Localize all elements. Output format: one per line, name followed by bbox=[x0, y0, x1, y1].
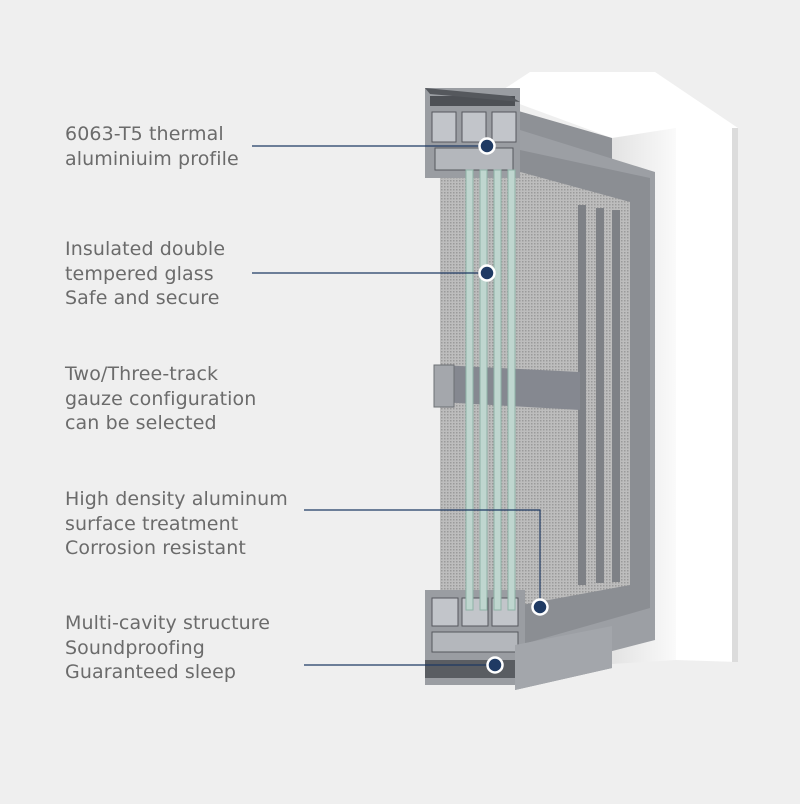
feature-line: Soundproofing bbox=[65, 636, 205, 659]
callout-dot-profile bbox=[478, 137, 496, 155]
callout-dot-glass bbox=[478, 264, 496, 282]
feature-label-surface: High density aluminum surface treatment … bbox=[65, 487, 288, 561]
feature-label-cavity: Multi-cavity structure Soundproofing Gua… bbox=[65, 611, 270, 685]
feature-line: tempered glass bbox=[65, 262, 214, 285]
feature-line: aluminiuim profile bbox=[65, 147, 239, 170]
glass-pane-4 bbox=[507, 169, 516, 611]
feature-line: Multi-cavity structure bbox=[65, 612, 271, 634]
feature-line: High density aluminum bbox=[65, 488, 288, 510]
feature-label-profile: 6063-T5 thermal aluminiuim profile bbox=[65, 122, 239, 171]
feature-line: surface treatment bbox=[65, 512, 239, 535]
callout-dot-cavity bbox=[486, 656, 504, 674]
rail-1 bbox=[578, 205, 586, 585]
wall-top bbox=[495, 72, 738, 138]
feature-line: Two/Three-track bbox=[65, 363, 219, 385]
callout-line-surface bbox=[304, 509, 541, 607]
feature-label-gauze: Two/Three-track gauze configuration can … bbox=[65, 362, 256, 436]
feature-line: Safe and secure bbox=[65, 287, 220, 309]
feature-line: 6063-T5 thermal bbox=[65, 123, 224, 145]
feature-line: can be selected bbox=[65, 412, 217, 434]
transom-profile bbox=[433, 364, 455, 408]
feature-line: gauze configuration bbox=[65, 387, 257, 410]
wall-edge bbox=[732, 128, 738, 662]
glass-pane-3 bbox=[493, 169, 502, 611]
feature-label-glass: Insulated double tempered glass Safe and… bbox=[65, 237, 225, 311]
feature-line: Insulated double bbox=[65, 238, 226, 260]
bottom-sill bbox=[515, 626, 612, 690]
glass-pane-2 bbox=[479, 169, 488, 611]
feature-line: Corrosion resistant bbox=[65, 537, 246, 559]
wall-side bbox=[676, 128, 738, 662]
glass-pane-1 bbox=[465, 169, 474, 611]
feature-line: Guaranteed sleep bbox=[65, 661, 237, 683]
rail-3 bbox=[612, 210, 620, 582]
callout-dot-surface bbox=[531, 598, 549, 616]
rail-2 bbox=[596, 208, 604, 583]
